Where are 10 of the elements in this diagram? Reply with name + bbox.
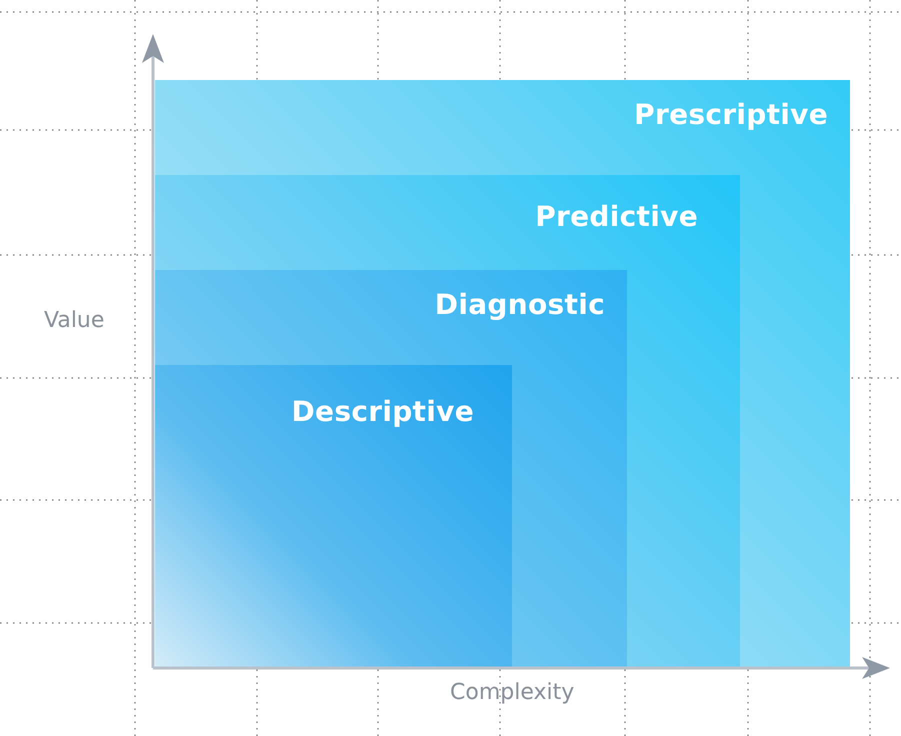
value-level-box	[155, 270, 627, 668]
level-title: Predictive	[535, 200, 698, 233]
value-level-box	[155, 80, 850, 668]
level-title: Descriptive	[292, 395, 474, 428]
value-level-box	[155, 365, 512, 668]
level-title: Diagnostic	[434, 288, 605, 321]
axis-label: Complexity	[450, 680, 574, 705]
level-title: Prescriptive	[634, 98, 828, 131]
value-level-box	[155, 175, 740, 668]
axis-label: Value	[44, 308, 104, 333]
